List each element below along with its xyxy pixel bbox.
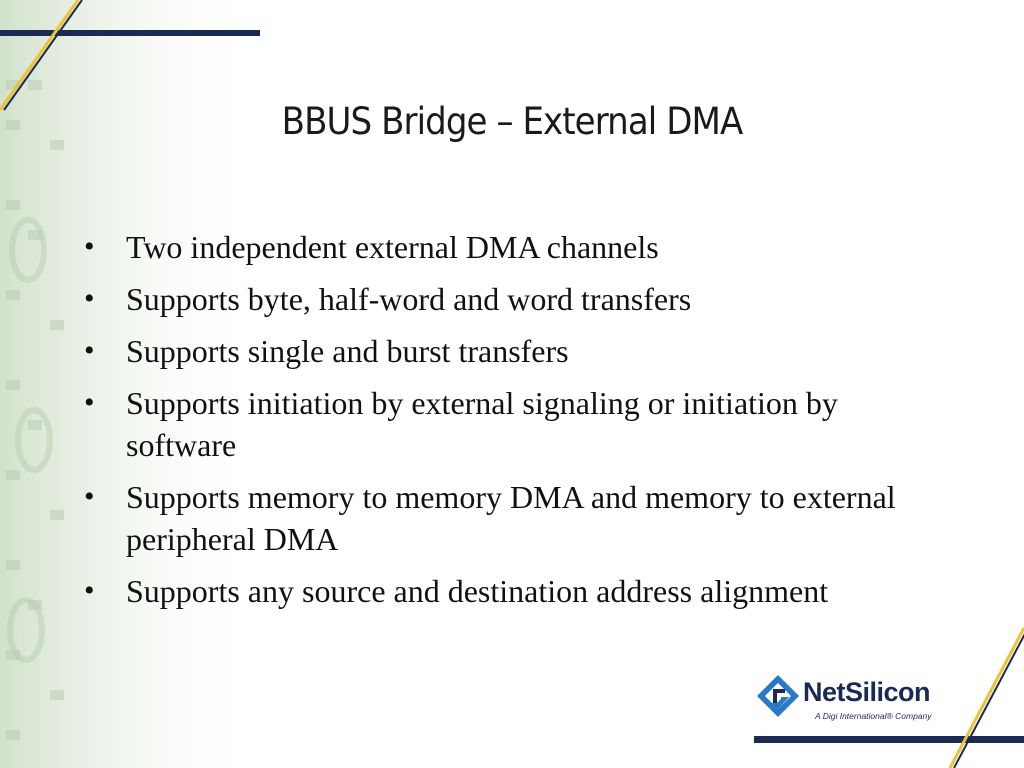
- bullet-text: Supports byte, half-word and word transf…: [126, 281, 692, 317]
- bullet-text: Supports single and burst transfers: [126, 333, 569, 369]
- slide-title: BBUS Bridge – External DMA: [281, 100, 744, 143]
- logo-tagline: A Digi International® Company: [815, 711, 932, 721]
- bullet-text: Two independent external DMA channels: [126, 229, 659, 265]
- bullet-item: • Supports initiation by external signali…: [84, 382, 924, 466]
- bullet-dot-icon: •: [84, 480, 95, 513]
- bottom-right-decoration: [754, 627, 1024, 768]
- netsilicon-logo-icon: [757, 675, 799, 717]
- bullet-dot-icon: •: [84, 574, 95, 607]
- logo-name: NetSilicon: [803, 677, 931, 707]
- bullet-item: • Two independent external DMA channels: [84, 226, 924, 268]
- left-decoration: [0, 0, 260, 768]
- bullet-text: Supports memory to memory DMA and memory…: [126, 479, 896, 557]
- bullet-dot-icon: •: [84, 386, 95, 419]
- netsilicon-logo: NetSilicon A Digi International® Company: [755, 673, 960, 723]
- bullet-text: Supports any source and destination addr…: [126, 573, 829, 609]
- bullet-item: • Supports byte, half-word and word trans…: [84, 278, 924, 320]
- bullet-dot-icon: •: [84, 334, 95, 367]
- bullet-item: • Supports single and burst transfers: [84, 330, 924, 372]
- bullet-dot-icon: •: [84, 230, 95, 263]
- bullet-list: • Two independent external DMA channels •…: [84, 226, 924, 622]
- bullet-text: Supports initiation by external signalin…: [126, 385, 838, 463]
- bullet-item: • Supports memory to memory DMA and memor…: [84, 476, 924, 560]
- bullet-dot-icon: •: [84, 282, 95, 315]
- bullet-item: • Supports any source and destination add…: [84, 570, 924, 612]
